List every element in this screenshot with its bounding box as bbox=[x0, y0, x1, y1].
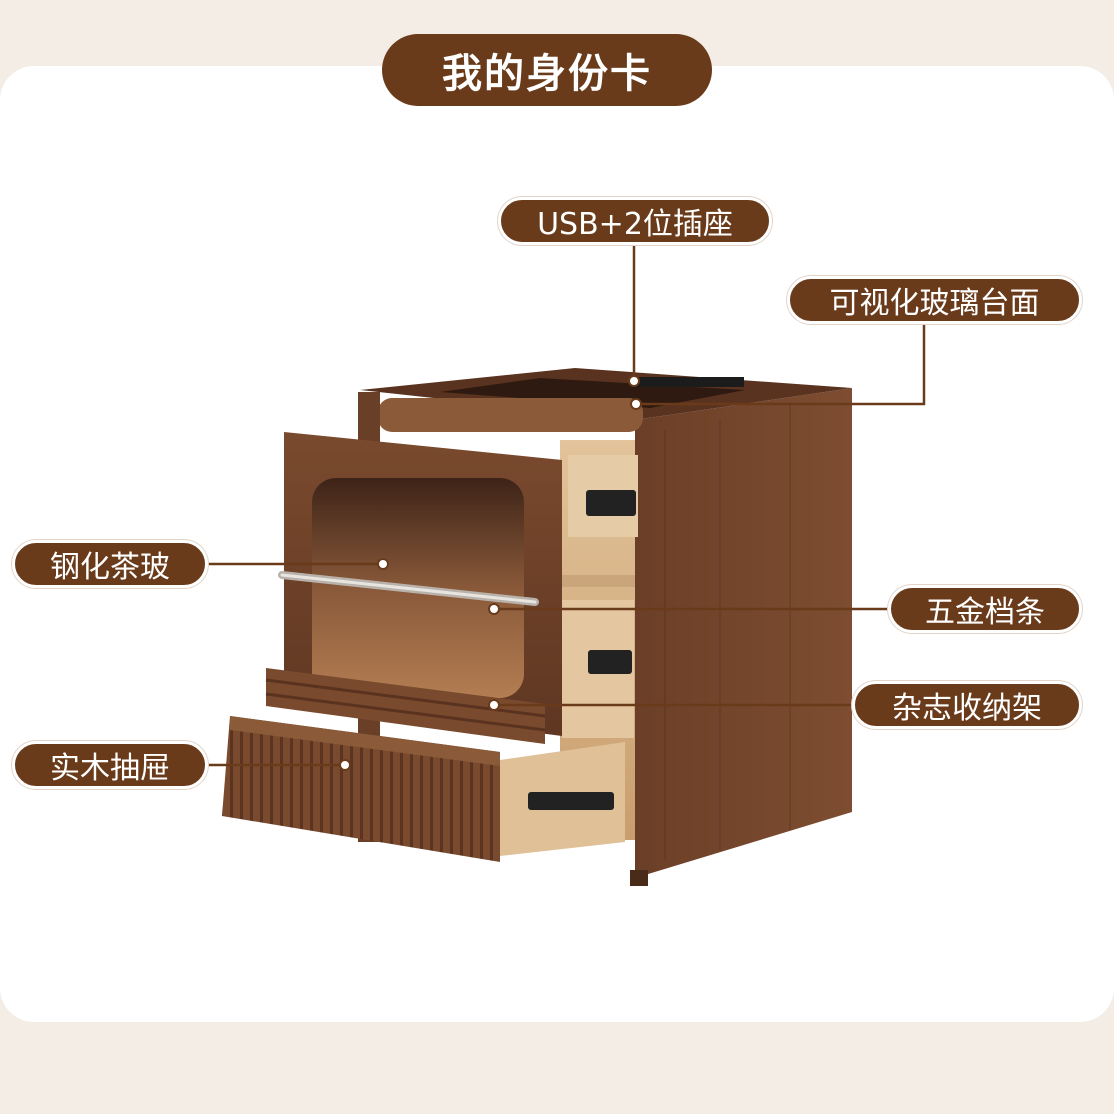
magazine-rack-rail bbox=[265, 668, 546, 744]
callout-usb-socket: USB+2位插座 bbox=[498, 197, 772, 245]
cabinet-foot bbox=[630, 870, 648, 886]
callout-solid-drawer: 实木抽屉 bbox=[12, 741, 208, 789]
callout-glass-top: 可视化玻璃台面 bbox=[787, 276, 1082, 324]
cabinet-side-panel bbox=[635, 388, 852, 878]
leader-dots bbox=[339, 375, 642, 771]
page-title: 我的身份卡 bbox=[382, 34, 712, 106]
solid-wood-drawer bbox=[222, 716, 625, 862]
callout-magazine-rack: 杂志收纳架 bbox=[852, 681, 1082, 729]
glass-door bbox=[278, 432, 562, 736]
callout-tempered-glass: 钢化茶玻 bbox=[12, 540, 208, 588]
leader-lines bbox=[208, 243, 926, 767]
callout-hardware-bar: 五金档条 bbox=[888, 585, 1082, 633]
usb-socket-strip bbox=[632, 377, 744, 387]
